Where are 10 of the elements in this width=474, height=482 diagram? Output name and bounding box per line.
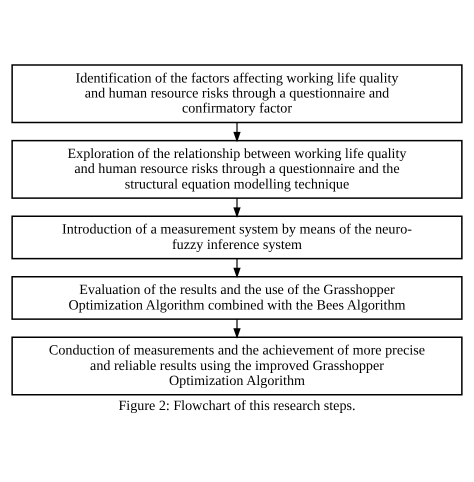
node-box: Evaluation of the results and the use of the Grasshopper Optimization Algorithm combined with the Bees Algorithm [11,276,463,320]
arrow [233,198,241,218]
arrow [233,122,241,142]
arrow [233,318,241,338]
node-box: Conduction of measurements and the achievement of more precise and reliable results using the improved Grasshopper Optimization Algorithm [11,336,463,396]
node-box: Exploration of the relationship between working life quality and human resource risks through a questionnaire and the structural equation modelling technique [11,139,463,198]
node-box: Introduction of a measurement system by means of the neuro-fuzzy inference system [11,215,463,259]
arrow [233,258,241,278]
caption: Figure 2: Flowchart of this research steps. [118,398,356,414]
node-box: Identification of the factors affecting working life quality and human resource risks through a questionnaire and confirmatory factor [11,64,463,123]
